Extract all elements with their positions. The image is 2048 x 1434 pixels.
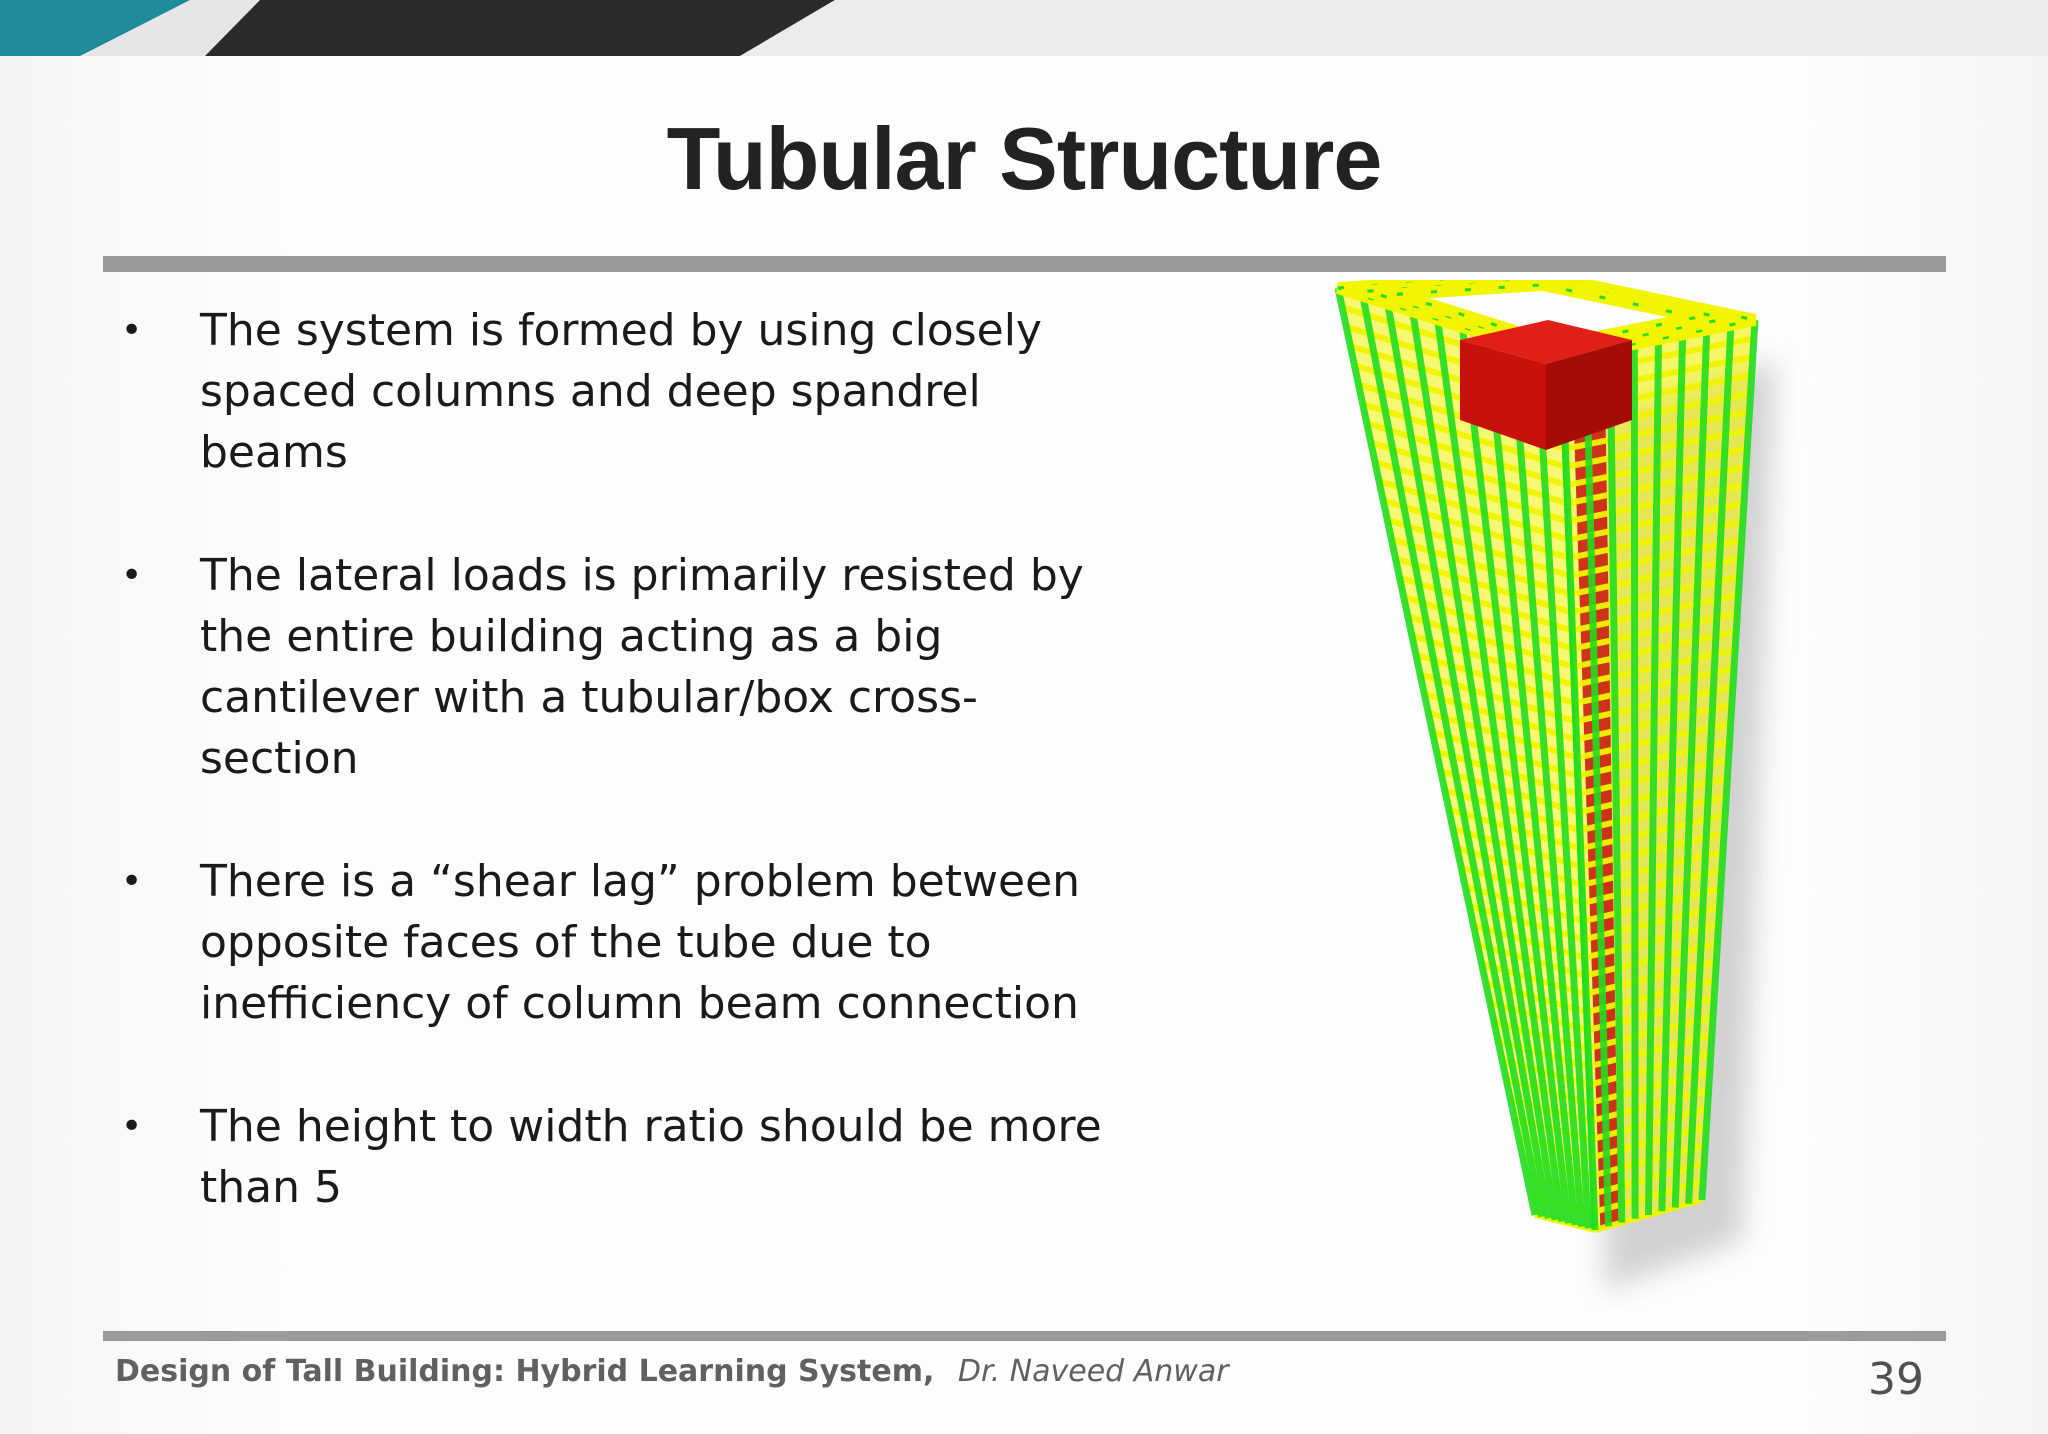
column [1558, 357, 1599, 1231]
column [1582, 353, 1612, 1227]
spandrel-beam [1419, 671, 1577, 725]
spandrel-beam [1484, 980, 1588, 1015]
spandrel-beam [1513, 1115, 1593, 1143]
spandrel-beam [1464, 883, 1585, 925]
bullet-item: • There is a “shear lag” problem between… [0, 851, 1120, 1034]
spandrel-beam [1406, 613, 1575, 670]
spandrel-beam [1456, 845, 1583, 888]
spandrel-beam [1505, 1076, 1591, 1106]
column [1685, 324, 1735, 1204]
column [1533, 350, 1592, 1229]
spandrel-beam [1435, 748, 1580, 797]
spandrel-beam [1374, 458, 1570, 525]
spandrel-beam [1390, 536, 1572, 598]
spandrel-beam [1489, 999, 1589, 1034]
core-top [1460, 320, 1632, 364]
column [1483, 334, 1579, 1226]
spandrel-beam [1361, 401, 1568, 470]
spandrel-beam [1501, 1057, 1591, 1088]
spandrel-beam [1509, 1096, 1592, 1124]
spandrel-beam [1480, 961, 1587, 997]
bullet-dot-icon: • [121, 310, 143, 351]
spandrel-beam [1472, 922, 1586, 961]
bullet-dot-icon: • [121, 555, 143, 596]
spandrel-beam [1369, 439, 1569, 507]
column [1606, 348, 1626, 1223]
column [1409, 310, 1559, 1221]
slide-title: Tubular Structure [666, 109, 1383, 208]
bullet-item: • The lateral loads is primarily resiste… [0, 545, 1120, 789]
bullet-list: • The system is formed by using closely … [0, 300, 1150, 1280]
bullet-text: There is a “shear lag” problem between o… [200, 856, 1081, 1029]
roof-frame [1395, 280, 1699, 351]
spandrel-beam [1476, 941, 1587, 979]
column [1645, 338, 1662, 1216]
bullet-text: The lateral loads is primarily resisted … [200, 550, 1084, 784]
spandrel-beam [1386, 516, 1572, 579]
spandrel-beam [1415, 652, 1576, 707]
column [1658, 334, 1687, 1212]
bullet-item: • The system is formed by using closely … [0, 300, 1120, 483]
spandrel-beam [1521, 1154, 1594, 1179]
bullet-dot-icon: • [121, 861, 143, 902]
bullet-item: • The height to width ratio should be mo… [0, 1096, 1120, 1218]
spandrel-beam [1365, 420, 1568, 489]
spandrel-beam [1427, 710, 1578, 761]
core-left [1460, 340, 1546, 450]
spandrel-beam [1497, 1038, 1590, 1070]
column [1671, 329, 1711, 1208]
footer: Design of Tall Building: Hybrid Learning… [115, 1354, 1229, 1389]
spandrel-beam [1431, 729, 1579, 779]
spandrel-beam [1447, 806, 1582, 852]
spandrel-beam [1411, 632, 1576, 688]
page-number: 39 [1868, 1354, 1924, 1405]
footer-divider [103, 1331, 1946, 1341]
title-divider [103, 256, 1946, 272]
spandrel-beam [1452, 825, 1583, 870]
top-decorative-strip [0, 0, 2048, 56]
spandrel-beam [1439, 767, 1581, 816]
footer-author: Dr. Naveed Anwar [957, 1354, 1229, 1389]
column [1334, 287, 1539, 1216]
spandrel-beam [1493, 1018, 1589, 1052]
bullet-text: The system is formed by using closely sp… [200, 305, 1042, 478]
column [1630, 343, 1639, 1219]
spandrel-beam [1443, 787, 1581, 834]
column [1508, 342, 1586, 1227]
spandrel-beam [1460, 864, 1584, 906]
spandrel-beam [1402, 594, 1574, 652]
footer-course: Design of Tall Building: Hybrid Learning… [115, 1354, 935, 1389]
spandrel-beam [1378, 478, 1570, 543]
column [1458, 326, 1572, 1224]
bullet-text: The height to width ratio should be more… [200, 1101, 1102, 1213]
tube-building-illustration [1334, 280, 1775, 1290]
column [1359, 295, 1546, 1218]
column [1384, 302, 1552, 1219]
spandrel-beam [1394, 555, 1573, 616]
bullet-dot-icon: • [121, 1106, 143, 1147]
spandrel-beam [1517, 1134, 1594, 1161]
column [1434, 318, 1566, 1223]
spandrel-beam [1398, 574, 1574, 634]
spandrel-beam [1382, 497, 1571, 561]
core-right [1546, 340, 1632, 450]
spandrel-beam [1468, 903, 1585, 943]
spandrel-beam [1423, 690, 1578, 743]
column [1698, 319, 1759, 1201]
